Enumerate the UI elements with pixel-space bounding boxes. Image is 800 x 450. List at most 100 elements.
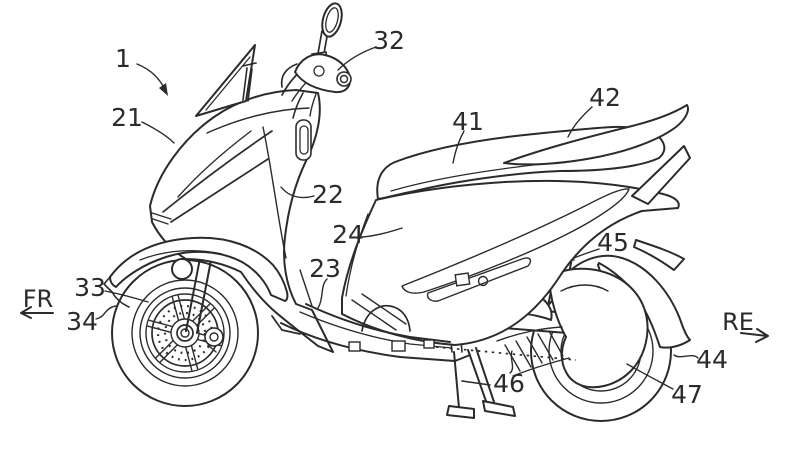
caliper-body xyxy=(204,327,224,347)
hub xyxy=(176,324,194,342)
leader-24 xyxy=(361,227,403,238)
front-fork xyxy=(185,252,213,334)
re-arrow xyxy=(740,328,769,343)
windscreen-post xyxy=(242,62,257,102)
leader-45 xyxy=(573,248,600,259)
leader-42 xyxy=(567,106,593,138)
nose-slit xyxy=(151,212,172,225)
frame-dome xyxy=(361,304,411,332)
flank-bolt xyxy=(477,275,489,287)
grip-end xyxy=(336,71,352,87)
leader-41 xyxy=(452,130,465,164)
front-tire xyxy=(111,259,259,407)
ref-label-47: 47 xyxy=(671,380,703,409)
headlight-sweep-1 xyxy=(162,130,273,213)
leader-46 xyxy=(509,350,514,374)
stand-cable xyxy=(435,346,577,361)
brake-caliper xyxy=(204,327,224,353)
stand-foot-front xyxy=(446,405,475,419)
tunnel-crease xyxy=(345,213,369,297)
ref-label-41: 41 xyxy=(452,107,484,136)
ref-label-32: 32 xyxy=(373,26,405,55)
vent-rail-top xyxy=(496,326,563,342)
vent-rail-bottom xyxy=(512,357,570,377)
grip-end-center xyxy=(339,74,349,84)
headlight-sweep-2 xyxy=(170,158,269,223)
tail-section xyxy=(631,145,691,271)
brake-lever xyxy=(280,63,298,88)
floor-mid-line xyxy=(299,311,453,349)
mirror-glass-inner xyxy=(325,7,339,33)
caliper-bolt xyxy=(209,332,219,342)
leader-22 xyxy=(280,186,315,199)
floor-bracket-1 xyxy=(348,341,361,352)
engine-cover xyxy=(548,267,649,389)
floor-bracket-3 xyxy=(423,339,435,349)
ref-label-1: 1 xyxy=(115,44,131,73)
turn-signal-lens xyxy=(299,125,309,155)
direction-marker-RE: RE xyxy=(722,308,754,336)
floor-bottom-edge xyxy=(280,322,471,362)
fender-tip xyxy=(103,276,113,293)
leader-47 xyxy=(626,363,674,390)
headlight-sweep-3 xyxy=(177,130,252,198)
cowl-top-crease xyxy=(206,107,310,134)
mirror-glass xyxy=(321,2,343,38)
ref-label-34: 34 xyxy=(66,307,98,336)
tail-fin-lower xyxy=(633,239,685,271)
floor-front-tip-2 xyxy=(271,315,278,324)
grab-rail xyxy=(503,104,689,166)
front-body xyxy=(149,61,334,353)
leader-32 xyxy=(337,46,377,71)
center-stand xyxy=(446,329,516,419)
ref-label-45: 45 xyxy=(597,228,629,257)
horn-cover xyxy=(171,258,193,280)
ref-label-23: 23 xyxy=(309,254,341,283)
rear-flank xyxy=(341,179,680,346)
front-tire-inner xyxy=(131,279,239,387)
ref-label-44: 44 xyxy=(696,345,728,374)
engine-cover-crease xyxy=(560,284,609,292)
stand-leg-rear xyxy=(467,347,495,405)
windscreen xyxy=(195,44,257,117)
leader-1-arrowhead xyxy=(159,83,168,96)
switch-housing xyxy=(313,65,325,77)
front-fender xyxy=(103,236,289,308)
steering-column xyxy=(292,92,304,119)
front-wheel xyxy=(111,259,259,407)
leader-34 xyxy=(95,305,117,320)
direction-marker-FR: FR xyxy=(23,285,53,313)
rim-vents xyxy=(496,326,570,377)
leader-33 xyxy=(104,290,149,303)
shield-inner-edge xyxy=(262,126,287,259)
windscreen-blade xyxy=(195,44,256,117)
leader-lines xyxy=(95,46,699,390)
floorboard xyxy=(271,293,471,362)
leader-23 xyxy=(317,278,328,309)
direction-arrows xyxy=(20,306,769,343)
stand-crossbar xyxy=(461,380,491,386)
brake-disc-holes-inner xyxy=(163,311,207,355)
vent-slats xyxy=(504,330,564,372)
frame-diagonals xyxy=(351,293,407,331)
engine-cover-body xyxy=(548,267,649,389)
stand-foot-rear xyxy=(482,400,516,417)
ref-label-22: 22 xyxy=(312,180,344,209)
caliper-line xyxy=(207,344,217,353)
handlebar xyxy=(280,53,352,119)
flank-leaf-accent xyxy=(401,188,630,294)
knee-accent xyxy=(299,269,313,307)
floor-bracket-2 xyxy=(391,340,406,352)
pillion-peg-bracket xyxy=(454,272,471,287)
ref-label-46: 46 xyxy=(493,369,525,398)
tail-fin-upper xyxy=(631,145,691,205)
ref-label-42: 42 xyxy=(589,83,621,112)
front-rim-inner xyxy=(145,293,225,373)
ref-label-24: 24 xyxy=(332,220,364,249)
axle xyxy=(180,328,190,338)
front-fender-body xyxy=(109,236,289,302)
fender-flap xyxy=(111,291,130,308)
